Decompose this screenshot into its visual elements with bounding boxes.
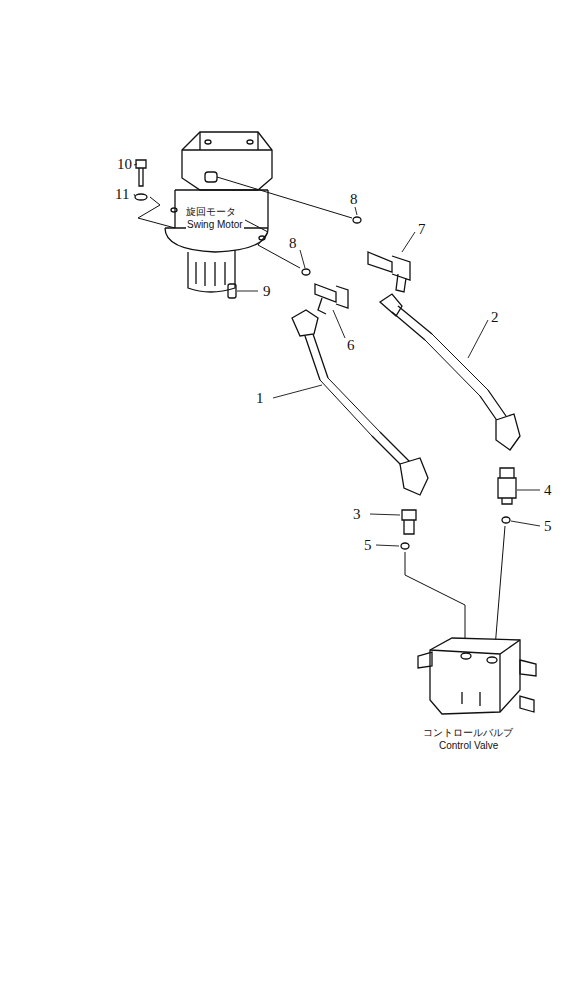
- callout-number: 5: [363, 538, 373, 553]
- callout-number: 6: [346, 338, 356, 353]
- callout-number: 2: [490, 310, 500, 325]
- adapter: [498, 468, 516, 504]
- part-name: コントロールバルブ: [422, 728, 514, 738]
- elbow-fitting: [368, 252, 410, 292]
- callout-number: 4: [543, 483, 553, 498]
- callout-number: 10: [116, 157, 133, 172]
- callout-number: 5: [543, 519, 553, 534]
- callout-number: 8: [349, 192, 359, 207]
- swing-motor: [165, 132, 272, 292]
- part-name: Control Valve: [438, 741, 499, 751]
- pin: [228, 284, 236, 298]
- callout-number: 11: [114, 187, 130, 202]
- washer: [135, 194, 147, 200]
- callout-number: 7: [417, 222, 427, 237]
- part-name: 旋回モータ: [185, 207, 237, 217]
- part-name: Swing Motor: [186, 220, 244, 230]
- callout-number: 8: [288, 236, 298, 251]
- callout-number: 9: [262, 284, 272, 299]
- callout-number: 1: [255, 391, 265, 406]
- elbow-fitting: [315, 284, 348, 314]
- o-ring: [353, 217, 361, 223]
- o-ring: [302, 269, 310, 275]
- callout-number: 3: [352, 507, 362, 522]
- control-valve: [418, 638, 536, 714]
- bolt: [136, 160, 146, 186]
- adapter: [402, 510, 416, 534]
